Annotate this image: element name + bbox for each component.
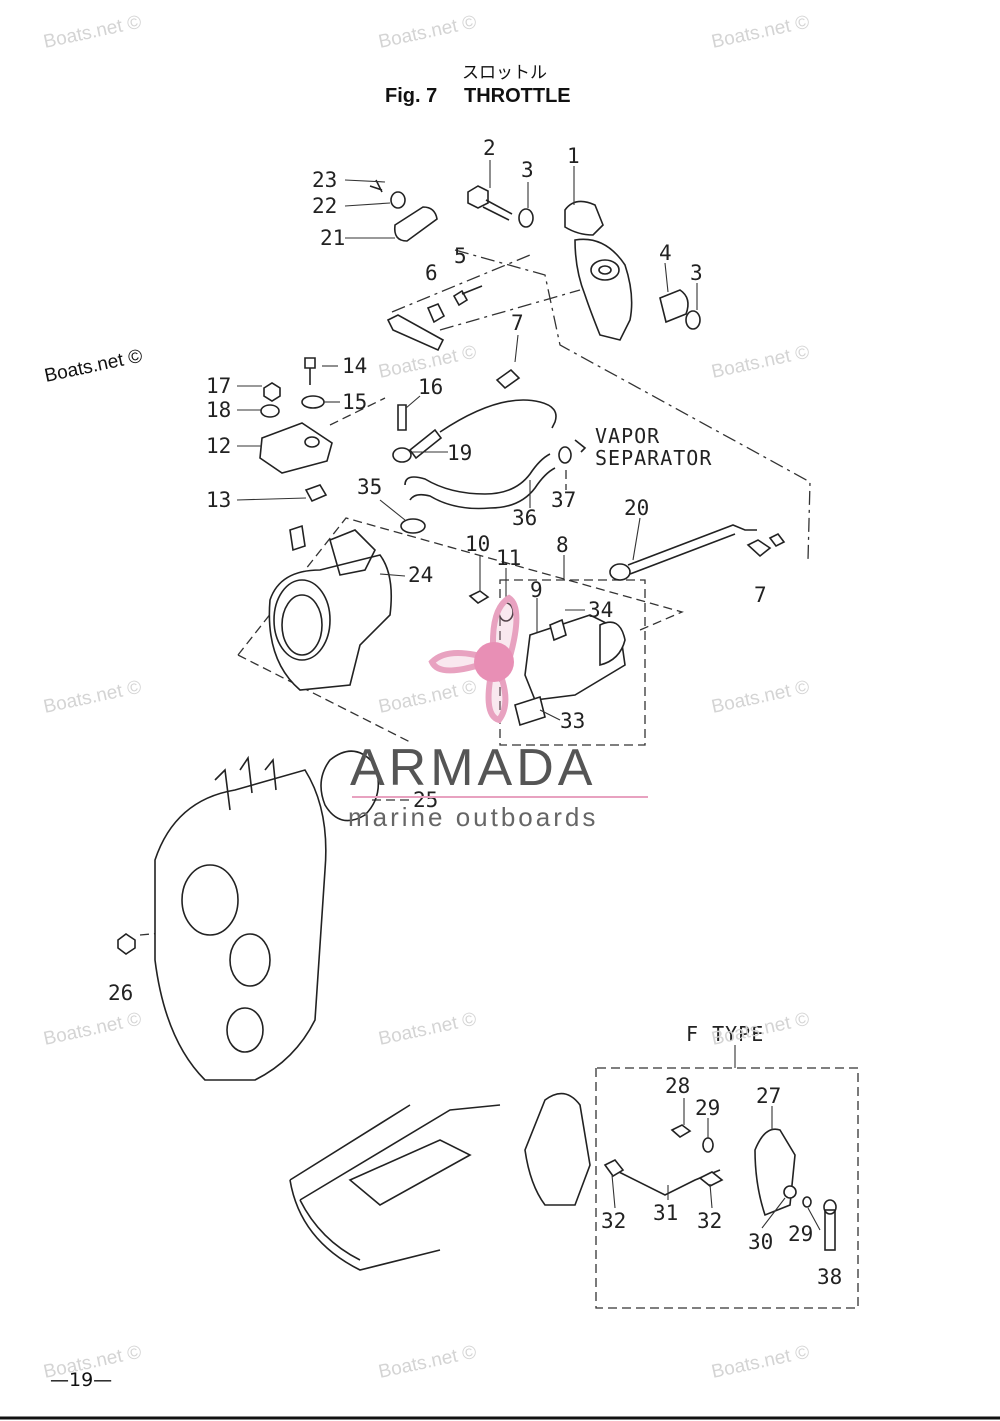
watermark-text: Boats.net ©	[710, 12, 812, 53]
page-number: —19—	[50, 1369, 112, 1391]
throttle-valve-plate-assembly	[259, 357, 557, 503]
callout-30: 30	[748, 1230, 773, 1254]
callout-38: 38	[817, 1265, 842, 1289]
watermark-text: Boats.net ©	[42, 1009, 144, 1050]
callout-16: 16	[418, 375, 443, 399]
vapor-separator-label-line1: VAPOR	[595, 424, 660, 448]
callout-11: 11	[496, 546, 521, 570]
callout-35: 35	[357, 475, 382, 499]
callout-14: 14	[342, 354, 367, 378]
throttle-arm-assembly	[369, 179, 701, 352]
callout-leader-lines	[236, 160, 821, 1231]
callout-29: 29	[788, 1222, 813, 1246]
callout-labels: 2 3 1 23 22 21 5 6 4 3 7 14 17 15 16 18 …	[108, 136, 842, 1289]
callout-32: 32	[697, 1209, 722, 1233]
callout-37: 37	[551, 488, 576, 512]
callout-4: 4	[659, 241, 672, 265]
callout-8: 8	[556, 533, 569, 557]
watermark-text: Boats.net ©	[710, 677, 812, 718]
callout-22: 22	[312, 194, 337, 218]
callout-23: 23	[312, 168, 337, 192]
callout-34: 34	[588, 598, 613, 622]
callout-6: 6	[425, 261, 438, 285]
callout-33: 33	[560, 709, 585, 733]
callout-9: 9	[530, 578, 543, 602]
vapor-separator-label-line2: SEPARATOR	[595, 446, 712, 470]
callout-27: 27	[756, 1084, 781, 1108]
callout-3: 3	[521, 158, 534, 182]
figure-number: Fig. 7	[385, 85, 437, 107]
watermark-text: Boats.net ©	[42, 677, 144, 718]
callout-12: 12	[206, 434, 231, 458]
engine-head-sketch	[289, 1092, 591, 1271]
title-japanese: スロットル	[462, 63, 547, 83]
fuel-hose-assembly	[400, 439, 587, 534]
callout-17: 17	[206, 374, 231, 398]
armada-logo-watermark: ARMADA marine outboards	[348, 594, 648, 832]
throttle-rod	[609, 524, 786, 581]
assembly-guide-lines	[139, 249, 859, 1309]
intake-manifold	[117, 750, 380, 1081]
callout-3: 3	[690, 261, 703, 285]
callout-13: 13	[206, 488, 231, 512]
watermark-text: Boats.net ©	[43, 346, 145, 387]
callout-25: 25	[413, 788, 438, 812]
callout-28: 28	[665, 1074, 690, 1098]
callout-15: 15	[342, 390, 367, 414]
watermark-text: Boats.net ©	[377, 677, 479, 718]
callout-20: 20	[624, 496, 649, 520]
callout-32: 32	[601, 1209, 626, 1233]
callout-26: 26	[108, 981, 133, 1005]
watermark-text: Boats.net ©	[377, 1009, 479, 1050]
throttle-link-assembly	[468, 590, 626, 727]
watermark-text: Boats.net ©	[377, 12, 479, 53]
propeller-logo-icon	[428, 594, 520, 724]
watermark-text: Boats.net ©	[42, 12, 144, 53]
callout-19: 19	[447, 441, 472, 465]
watermark-text: Boats.net ©	[710, 342, 812, 383]
brand-name: ARMADA	[350, 739, 596, 797]
watermark-text: Boats.net ©	[710, 1342, 812, 1383]
callout-29: 29	[695, 1096, 720, 1120]
callout-2: 2	[483, 136, 496, 160]
callout-7: 7	[511, 311, 524, 335]
throttle-body	[268, 524, 393, 691]
brand-tagline: marine outboards	[348, 802, 598, 832]
callout-18: 18	[206, 398, 231, 422]
callout-24: 24	[408, 563, 433, 587]
callout-21: 21	[320, 226, 345, 250]
watermark-text: Boats.net ©	[377, 1342, 479, 1383]
figure-title: THROTTLE	[464, 85, 571, 107]
callout-36: 36	[512, 506, 537, 530]
f-type-parts	[603, 1124, 837, 1251]
callout-5: 5	[454, 244, 467, 268]
callout-7: 7	[754, 583, 767, 607]
f-type-label: F TYPE	[686, 1022, 764, 1046]
callout-31: 31	[653, 1201, 678, 1225]
callout-10: 10	[465, 532, 490, 556]
callout-1: 1	[567, 144, 580, 168]
